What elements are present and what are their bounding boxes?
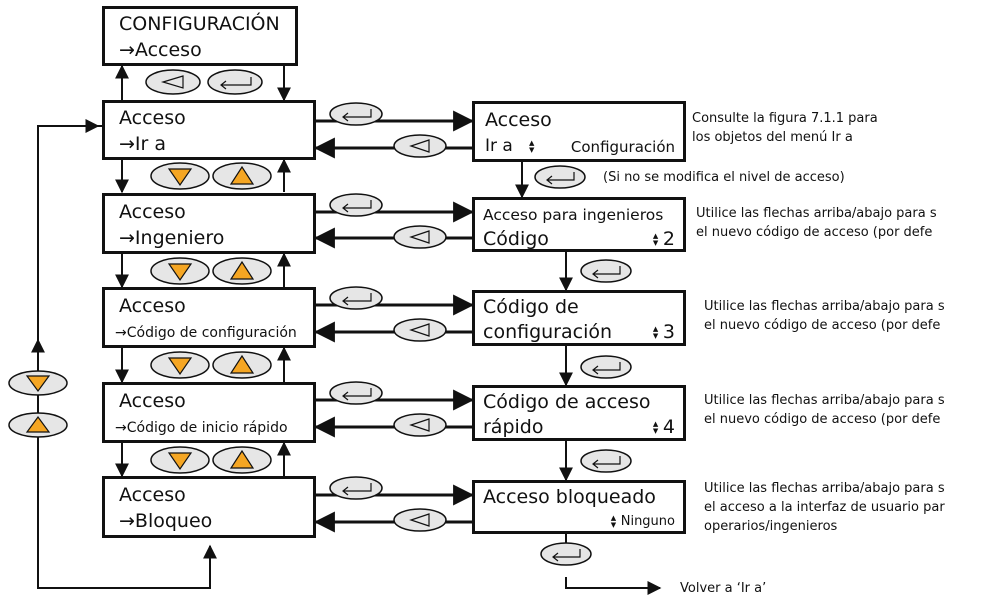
box-line2: →Ir a (119, 133, 167, 155)
note-line: el nuevo código de acceso (por defe (704, 412, 941, 427)
right-enter-buttons (534, 165, 632, 566)
box-line1: Código de (483, 296, 579, 318)
note-line: Utilice las flechas arriba/abajo para s (704, 299, 945, 314)
box-acceso-ingeniero: Acceso →Ingeniero (102, 193, 316, 254)
note-ira: Consulte la figura 7.1.1 para los objeto… (692, 109, 878, 147)
box-acceso-inicio-rapido: Acceso →Código de inicio rápido (102, 382, 316, 443)
updown-icon: ▲▼ (610, 513, 617, 529)
box-line2-label: Ir a (485, 136, 513, 156)
box-line2: →Acceso (119, 39, 202, 61)
box-configuracion: CONFIGURACIÓN →Acceso (102, 6, 298, 66)
box-line2-label: Código (483, 228, 549, 250)
note-no-modifica: (Si no se modifica el nivel de acceso) (603, 170, 845, 185)
box-acceso-ira: Acceso →Ir a (102, 100, 316, 160)
box-line2: →Ingeniero (119, 227, 225, 249)
box-line1: Código de acceso (483, 391, 651, 413)
box-line1: CONFIGURACIÓN (119, 13, 280, 35)
note-line: el nuevo código de acceso (por defe (696, 225, 933, 240)
note-volver: Volver a ‘Ir a’ (680, 581, 767, 596)
box-acceso-bloqueo: Acceso →Bloqueo (102, 476, 316, 538)
box-line1: Acceso para ingenieros (483, 206, 664, 224)
page-button-icon (145, 69, 201, 95)
box-codigo-configuracion: Código de configuración ▲▼3 (472, 290, 686, 346)
box-line2-label: rápido (483, 416, 544, 438)
value-text: 4 (662, 416, 675, 438)
box-line2-label: configuración (483, 321, 613, 343)
link-buttons (329, 102, 447, 532)
box-line2-value: ▲▼2 (653, 228, 675, 250)
scroll-buttons (150, 162, 272, 474)
box-acceso-ingenieros: Acceso para ingenieros Código ▲▼2 (472, 197, 686, 252)
updown-icon: ▲▼ (652, 419, 659, 435)
note-line: los objetos del menú Ir a (692, 130, 853, 145)
note-line: el nuevo código de acceso (por defe (704, 318, 941, 333)
note-rapido: Utilice las flechas arriba/abajo para s … (704, 391, 982, 429)
note-line: el acceso a la interfaz de usuario par (704, 500, 945, 515)
box-line1: Acceso (119, 295, 186, 317)
note-line: Utilice las flechas arriba/abajo para s (696, 206, 937, 221)
box-ira: Acceso Ir a ▲▼ Configuración (472, 101, 686, 162)
box-line1: Acceso (119, 201, 186, 223)
box-line1: Acceso (119, 390, 186, 412)
box-line2-value: Configuración (570, 138, 675, 156)
box-line1: Acceso (119, 484, 186, 506)
page-enter-buttons-top (145, 69, 263, 95)
note-line: operarios/ingenieros (704, 519, 838, 534)
value-text: 3 (662, 321, 675, 343)
box-line1: Acceso bloqueado (483, 486, 656, 508)
box-line1: Acceso (119, 107, 186, 129)
box-acceso-bloqueado: Acceso bloqueado ▲▼Ninguno (472, 480, 686, 534)
box-line2: →Bloqueo (119, 510, 213, 532)
updown-icon: ▲▼ (652, 231, 659, 247)
box-line2: →Código de configuración (115, 325, 297, 341)
value-text: Ninguno (620, 514, 675, 529)
note-configuracion: Utilice las flechas arriba/abajo para s … (704, 297, 982, 335)
loop-scroll-buttons (8, 370, 68, 438)
updown-icon: ▲▼ (652, 324, 659, 340)
note-bloqueado: Utilice las flechas arriba/abajo para s … (704, 479, 982, 536)
box-line2: →Código de inicio rápido (115, 420, 288, 436)
box-line2-value: ▲▼4 (653, 416, 675, 438)
note-line: Consulte la figura 7.1.1 para (692, 111, 878, 126)
note-line: Utilice las flechas arriba/abajo para s (704, 393, 945, 408)
value-text: 2 (662, 228, 675, 250)
box-line1: Acceso (485, 109, 552, 131)
box-line2-value: ▲▼Ninguno (611, 514, 675, 529)
updown-icon: ▲▼ (529, 139, 535, 154)
box-codigo-acceso-rapido: Código de acceso rápido ▲▼4 (472, 385, 686, 441)
note-line: Utilice las flechas arriba/abajo para s (704, 481, 945, 496)
enter-button-icon (207, 69, 263, 95)
box-acceso-codigo-conf: Acceso →Código de configuración (102, 287, 316, 348)
note-ingenieros: Utilice las flechas arriba/abajo para s … (696, 204, 982, 242)
box-line2-value: ▲▼3 (653, 321, 675, 343)
